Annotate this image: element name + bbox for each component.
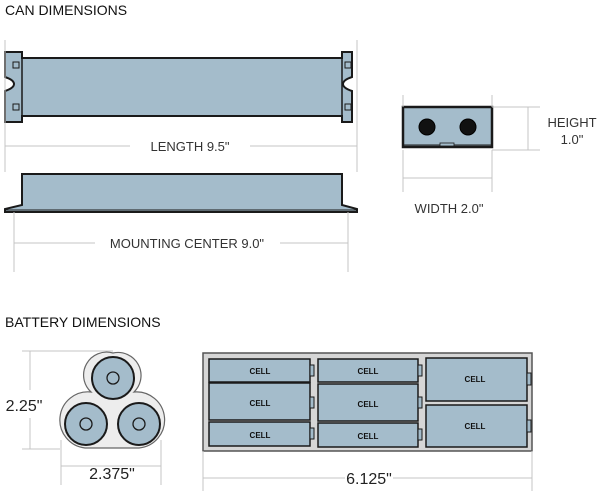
can-end-view [401, 105, 494, 149]
mounting-hole-icon [12, 103, 20, 111]
can-side-view [4, 173, 358, 213]
cell-label: CELL [358, 432, 379, 441]
can-end-body [401, 105, 494, 149]
length-dimension-lines [4, 40, 358, 172]
mounting-hole-icon [12, 61, 20, 69]
cell-label: CELL [250, 431, 271, 440]
height-label-line1: HEIGHT [547, 115, 596, 130]
cell-label: CELL [358, 367, 379, 376]
can-dimensions-heading: CAN DIMENSIONS [5, 2, 127, 18]
cell-terminal-icon [79, 417, 93, 431]
can-body-top [4, 51, 353, 123]
cell-label: CELL [465, 422, 486, 431]
battery-cell: CELL [425, 357, 532, 402]
wire-hole-icon [459, 118, 477, 136]
battery-cell: CELL [317, 422, 423, 448]
cell-label: CELL [250, 399, 271, 408]
wire-hole-icon [418, 118, 436, 136]
battery-height-dimension-lines [22, 350, 113, 450]
battery-cell: CELL [317, 383, 423, 422]
battery-width-label: 2.375" [89, 466, 135, 483]
battery-cell-cluster [59, 351, 166, 449]
pack-length-label: 6.125" [346, 471, 392, 488]
cell-terminal-icon [132, 417, 146, 431]
cell-terminal-icon [106, 371, 120, 385]
height-label-line2: 1.0" [561, 132, 584, 147]
mounting-center-label: MOUNTING CENTER 9.0" [110, 236, 265, 251]
battery-cell: CELL [208, 358, 315, 383]
battery-cell: CELL [208, 421, 315, 447]
battery-dimensions-heading: BATTERY DIMENSIONS [5, 314, 161, 330]
can-top-view [4, 51, 353, 123]
battery-pack: CELL CELL CELL CELL CELL CELL [202, 352, 533, 452]
cell-label: CELL [358, 400, 379, 409]
battery-cell: CELL [317, 358, 423, 383]
cell-bottom-right [117, 402, 161, 446]
cell-label: CELL [465, 375, 486, 384]
mounting-hole-icon [344, 61, 352, 69]
width-dimension-lines [402, 150, 493, 192]
can-body-side [4, 173, 358, 213]
battery-height-label: 2.25" [6, 398, 43, 415]
mounting-dimension-lines [13, 212, 349, 272]
battery-width-dimension-lines [60, 440, 162, 485]
length-label: LENGTH 9.5" [150, 139, 229, 154]
battery-cell: CELL [425, 404, 532, 448]
cell-top [91, 356, 135, 400]
mounting-hole-icon [344, 103, 352, 111]
width-label: WIDTH 2.0" [415, 201, 484, 216]
battery-cell: CELL [208, 382, 315, 421]
pack-length-dimension-lines [202, 451, 533, 491]
cell-bottom-left [64, 402, 108, 446]
cell-label: CELL [250, 367, 271, 376]
height-dimension-lines [402, 95, 540, 151]
